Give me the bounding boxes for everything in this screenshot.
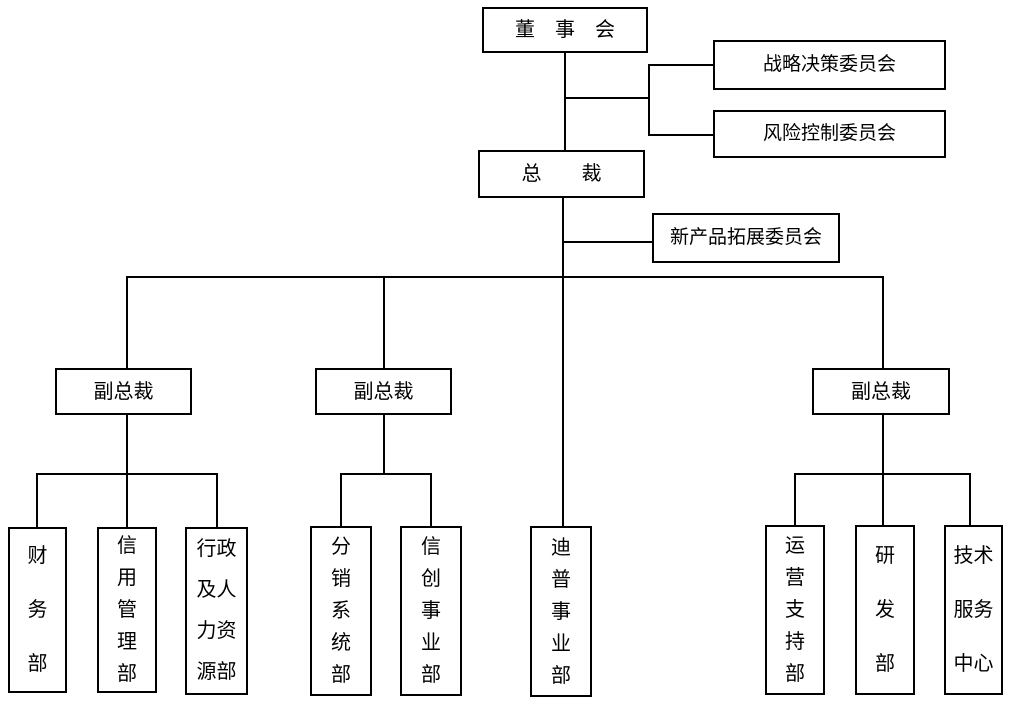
connector-risk-committee-stub (648, 134, 713, 136)
connector-board-committees-branch (564, 97, 650, 99)
connector-vp-middle-drop (383, 276, 385, 368)
node-dipu-business-dept: 迪 普 事 业 部 (530, 526, 592, 697)
node-admin-hr-dept: 行政 及人 力资 源部 (185, 527, 248, 695)
node-president: 总 裁 (478, 150, 645, 198)
connector-strategy-committee-stub (648, 64, 713, 66)
connector-finance-drop (36, 473, 38, 527)
connector-board-president (564, 53, 566, 150)
node-finance-dept: 财 务 部 (8, 527, 67, 693)
node-strategy-committee: 战略决策委员会 (713, 40, 946, 90)
connector-vp-middle-down (383, 415, 385, 473)
node-operations-support-dept: 运 营 支 持 部 (765, 525, 825, 695)
connector-credit-drop (126, 473, 128, 527)
node-vp-right: 副总裁 (812, 368, 950, 415)
connector-vp-right-down (882, 415, 884, 473)
connector-new-product-committee-stub (562, 241, 652, 243)
node-distribution-system-dept: 分 销 系 统 部 (310, 526, 372, 696)
connector-distribution-drop (340, 473, 342, 526)
connector-operations-drop (794, 473, 796, 525)
node-tech-service-center: 技术 服务 中心 (944, 525, 1003, 695)
node-board: 董 事 会 (482, 7, 648, 53)
node-new-product-committee: 新产品拓展委员会 (652, 213, 840, 263)
connector-vp-left-down (126, 415, 128, 473)
connector-vp-left-drop (126, 276, 128, 368)
node-rnd-dept: 研 发 部 (855, 525, 915, 695)
node-credit-management-dept: 信 用 管 理 部 (97, 527, 157, 693)
connector-committees-spine (648, 64, 650, 136)
connector-vp-middle-bus (340, 473, 432, 475)
connector-xinchuang-drop (430, 473, 432, 526)
node-vp-middle: 副总裁 (315, 368, 452, 415)
connector-admin-hr-drop (216, 473, 218, 527)
connector-main-bus (126, 276, 884, 278)
node-xinchuang-business-dept: 信 创 事 业 部 (400, 526, 462, 696)
connector-rnd-drop (882, 473, 884, 525)
connector-president-trunk (562, 198, 564, 526)
node-risk-committee: 风险控制委员会 (713, 110, 946, 158)
node-vp-left: 副总裁 (55, 368, 192, 415)
connector-tech-service-drop (969, 473, 971, 525)
connector-vp-right-drop (882, 276, 884, 368)
